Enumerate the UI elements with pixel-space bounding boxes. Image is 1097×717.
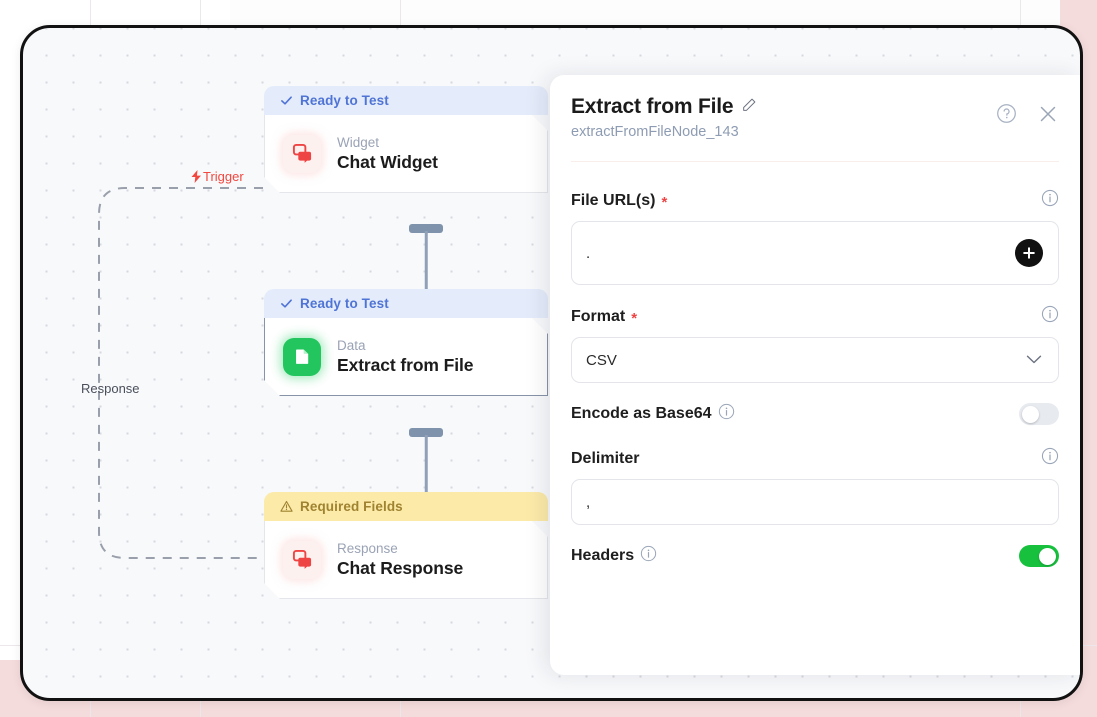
field-label: Headers: [571, 545, 657, 567]
format-select[interactable]: CSV: [571, 337, 1059, 383]
trigger-label-text: Trigger: [203, 169, 244, 184]
connector-cap-top[interactable]: [409, 224, 443, 233]
node-title: Chat Widget: [337, 151, 438, 172]
panel-form: File URL(s) * .: [550, 162, 1080, 567]
node-kind-label: Data: [337, 337, 366, 353]
required-marker: *: [661, 194, 668, 211]
node-body[interactable]: Data Extract from File: [264, 318, 548, 396]
field-label: Delimiter: [571, 450, 639, 468]
connector-stem: [424, 231, 428, 309]
delimiter-input[interactable]: ,: [571, 479, 1059, 525]
node-kind-label: Widget: [337, 134, 380, 150]
node-status-banner: Ready to Test: [264, 86, 548, 115]
lightning-bolt-icon: [191, 170, 201, 183]
panel-actions: [996, 103, 1058, 129]
warning-triangle-icon: [280, 500, 293, 513]
required-marker: *: [631, 310, 638, 327]
info-icon[interactable]: [1041, 305, 1059, 328]
encode-as-base64-toggle[interactable]: [1019, 403, 1059, 425]
check-icon: [280, 94, 293, 107]
field-label-text: Format: [571, 307, 626, 325]
panel-divider: [571, 161, 1059, 162]
plus-icon[interactable]: [1015, 239, 1043, 267]
response-label: Response: [81, 381, 140, 396]
field-label: Encode as Base64: [571, 403, 735, 425]
panel-title-row: Extract from File: [571, 95, 1056, 119]
file-urls-value: .: [586, 244, 591, 262]
field-label-text: Headers: [571, 547, 635, 564]
question-circle-icon[interactable]: [996, 103, 1017, 129]
node-body[interactable]: Widget Chat Widget: [264, 115, 548, 193]
node-body[interactable]: Response Chat Response: [264, 521, 548, 599]
field-label-text: Encode as Base64: [571, 405, 712, 422]
info-icon[interactable]: [1041, 447, 1059, 470]
field-label: File URL(s) *: [571, 191, 668, 211]
node-status-text: Required Fields: [300, 499, 403, 514]
node-status-banner: Required Fields: [264, 492, 548, 521]
panel-subtitle: extractFromFileNode_143: [571, 124, 739, 140]
field-label-text: File URL(s): [571, 191, 656, 209]
field-label-text: Delimiter: [571, 449, 640, 467]
field-encode-as-base64: Encode as Base64: [571, 403, 1059, 425]
info-icon[interactable]: [718, 403, 735, 425]
info-icon[interactable]: [640, 545, 657, 567]
panel-header: Extract from File extractFromFileNode_14…: [550, 75, 1080, 140]
node-title: Chat Response: [337, 557, 464, 578]
connector-cap-top[interactable]: [409, 428, 443, 437]
close-icon[interactable]: [1038, 104, 1058, 129]
check-icon: [280, 297, 293, 310]
field-label: Format *: [571, 307, 638, 327]
node-status-banner: Ready to Test: [264, 289, 548, 318]
field-headers: Headers: [571, 545, 1059, 567]
field-delimiter: Delimiter ,: [571, 447, 1059, 525]
chat-bubbles-icon: [283, 135, 321, 173]
field-file-urls: File URL(s) * .: [571, 189, 1059, 285]
field-label-row: Delimiter: [571, 447, 1059, 470]
node-status-text: Ready to Test: [300, 93, 389, 108]
flow-node-chat-widget[interactable]: Ready to Test Widget Chat Widget: [264, 86, 548, 193]
flow-node-extract-from-file[interactable]: Ready to Test Data Extract from File: [264, 289, 548, 396]
node-status-text: Ready to Test: [300, 296, 389, 311]
chat-bubbles-icon: [283, 541, 321, 579]
pencil-icon[interactable]: [741, 97, 757, 118]
panel-title: Extract from File: [571, 95, 734, 118]
format-value: CSV: [586, 351, 617, 369]
node-kind-label: Response: [337, 540, 398, 556]
trigger-label: Trigger: [191, 169, 244, 184]
field-label-row: File URL(s) *: [571, 189, 1059, 212]
headers-toggle[interactable]: [1019, 545, 1059, 567]
toggle-knob: [1022, 405, 1039, 423]
connector-stem: [424, 435, 428, 513]
node-title: Extract from File: [337, 354, 474, 375]
toggle-knob: [1039, 547, 1056, 565]
field-format: Format * CSV: [571, 305, 1059, 383]
info-icon[interactable]: [1041, 189, 1059, 212]
field-label-row: Format *: [571, 305, 1059, 328]
chevron-down-icon[interactable]: [1026, 352, 1042, 369]
flow-node-chat-response[interactable]: Required Fields Response Chat Response: [264, 492, 548, 599]
file-urls-input[interactable]: .: [571, 221, 1059, 285]
delimiter-value: ,: [586, 493, 591, 511]
document-icon: [283, 338, 321, 376]
workflow-canvas[interactable]: Trigger Response Ready to Test: [20, 25, 1083, 701]
trigger-response-dashed-path: [98, 187, 263, 559]
node-settings-panel: Extract from File extractFromFileNode_14…: [550, 75, 1080, 675]
